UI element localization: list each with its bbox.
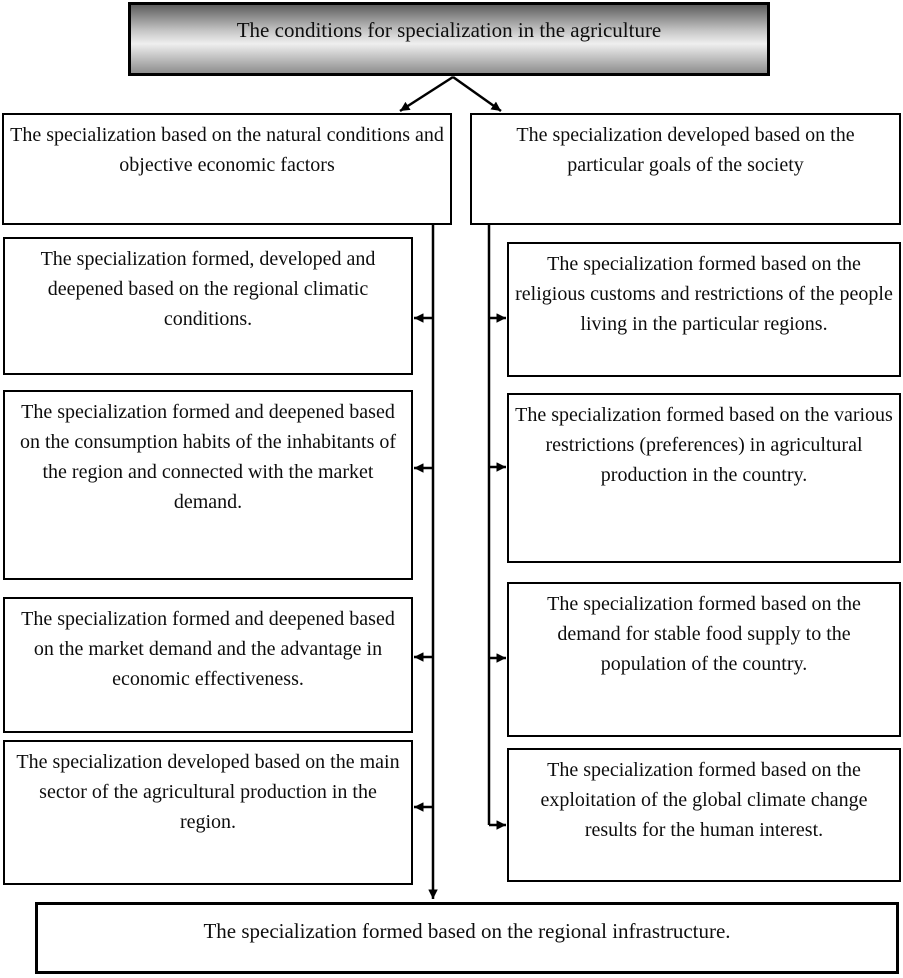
right-node-food-supply: The specialization formed based on the d… [507, 582, 901, 737]
branch-box-natural-conditions: The specialization based on the natural … [2, 113, 452, 225]
right-node-climate-change: The specialization formed based on the e… [507, 748, 901, 882]
left-node-climatic-conditions: The specialization formed, developed and… [3, 237, 413, 375]
right-node-religious-customs: The specialization formed based on the r… [507, 242, 901, 377]
right-node-restrictions-preferences: The specialization formed based on the v… [507, 393, 901, 563]
footer-box-regional-infrastructure: The specialization formed based on the r… [35, 902, 899, 974]
connector-title-to-left-branch [399, 75, 454, 113]
left-node-main-sector: The specialization developed based on th… [3, 740, 413, 885]
branch-box-society-goals: The specialization developed based on th… [470, 113, 901, 225]
left-node-consumption-habits: The specialization formed and deepened b… [3, 390, 413, 580]
title-box: The conditions for specialization in the… [128, 2, 770, 76]
connector-title-to-right-branch [452, 75, 502, 113]
left-node-market-demand: The specialization formed and deepened b… [3, 597, 413, 733]
